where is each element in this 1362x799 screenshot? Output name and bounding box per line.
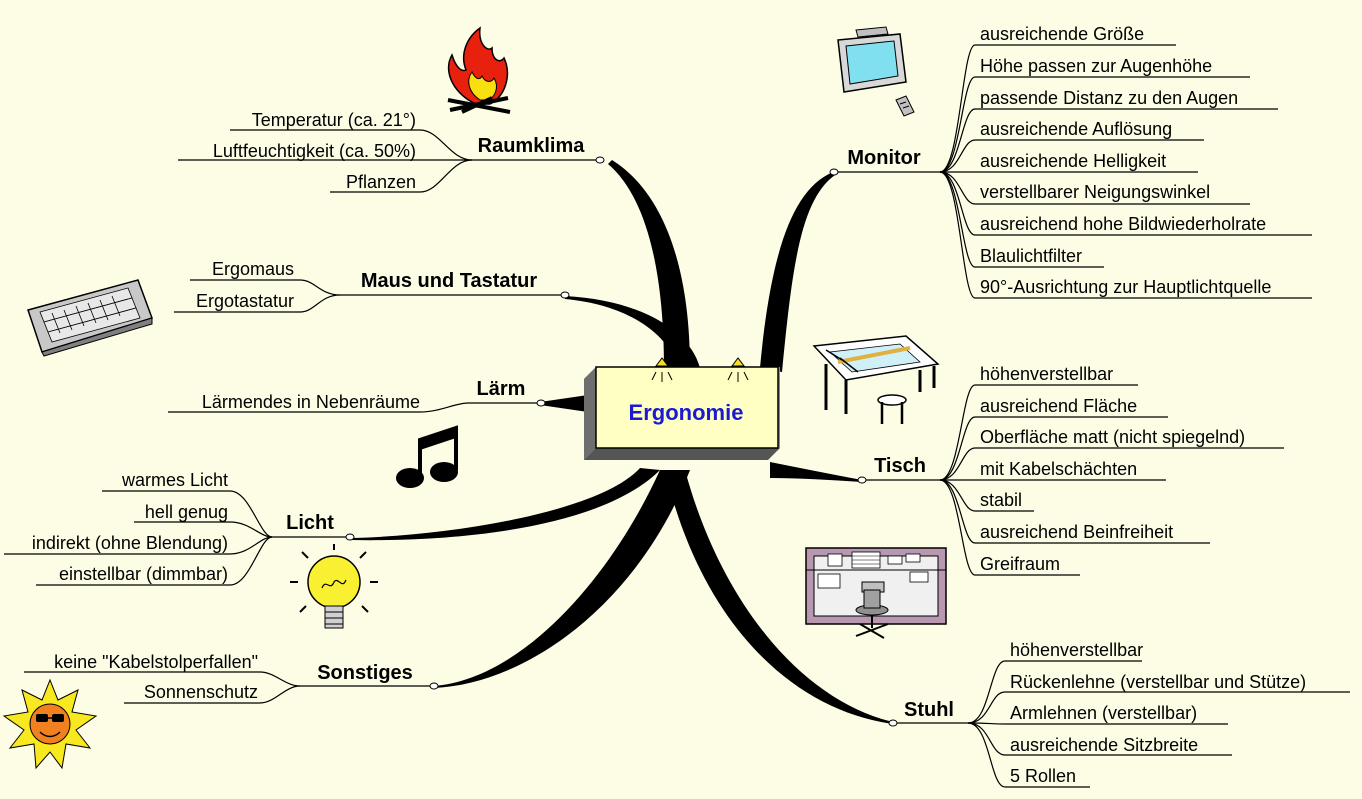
- leaf-stuhl-4[interactable]: ausreichende Sitzbreite: [1010, 735, 1198, 755]
- branch-tisch[interactable]: Tisch: [874, 455, 926, 477]
- leaf-sonstiges-2[interactable]: Sonnenschutz: [144, 682, 258, 702]
- office-desk-chair-icon: [805, 547, 947, 639]
- branch-laerm[interactable]: Lärm: [477, 378, 526, 400]
- leaf-monitor-4[interactable]: ausreichende Auflösung: [980, 119, 1172, 139]
- leaf-tisch-3[interactable]: Oberfläche matt (nicht spiegelnd): [980, 427, 1245, 447]
- leaf-stuhl-2[interactable]: Rückenlehne (verstellbar und Stütze): [1010, 672, 1306, 692]
- leaf-tisch-6[interactable]: ausreichend Beinfreiheit: [980, 522, 1173, 542]
- leaf-tisch-2[interactable]: ausreichend Fläche: [980, 396, 1137, 416]
- center-node[interactable]: Ergonomie: [584, 357, 780, 460]
- leaf-licht-1[interactable]: warmes Licht: [121, 470, 228, 490]
- lamp-icon: [651, 357, 749, 382]
- leaf-sonstiges-1[interactable]: keine "Kabelstolperfallen": [54, 652, 258, 672]
- leaf-raumklima-3[interactable]: Pflanzen: [346, 172, 416, 192]
- connector-knobs: [345, 156, 898, 727]
- leaf-raumklima-1[interactable]: Temperatur (ca. 21°): [252, 110, 416, 130]
- branch-sonstiges[interactable]: Sonstiges: [317, 662, 413, 684]
- sun-with-sunglasses-icon: [2, 678, 98, 770]
- branch-monitor[interactable]: Monitor: [847, 147, 921, 169]
- leaf-monitor-7[interactable]: ausreichend hohe Bildwiederholrate: [980, 214, 1266, 234]
- leaf-laerm-1[interactable]: Lärmendes in Nebenräume: [202, 392, 420, 412]
- leaf-raumklima-2[interactable]: Luftfeuchtigkeit (ca. 50%): [213, 141, 416, 161]
- leaf-licht-3[interactable]: indirekt (ohne Blendung): [32, 533, 228, 553]
- leaf-stuhl-5[interactable]: 5 Rollen: [1010, 766, 1076, 786]
- branch-licht[interactable]: Licht: [286, 512, 334, 534]
- music-note-icon: [396, 425, 458, 488]
- branch-connectors: [350, 160, 893, 724]
- branch-stuhl[interactable]: Stuhl: [904, 699, 954, 721]
- leaf-monitor-2[interactable]: Höhe passen zur Augenhöhe: [980, 56, 1212, 76]
- leaf-tisch-5[interactable]: stabil: [980, 490, 1022, 510]
- leaf-monitor-6[interactable]: verstellbarer Neigungswinkel: [980, 182, 1210, 202]
- leaf-stuhl-3[interactable]: Armlehnen (verstellbar): [1010, 703, 1197, 723]
- leaf-monitor-9[interactable]: 90°-Ausrichtung zur Hauptlichtquelle: [980, 277, 1271, 297]
- leaf-licht-2[interactable]: hell genug: [145, 502, 228, 522]
- leaf-tisch-1[interactable]: höhenverstellbar: [980, 364, 1113, 384]
- leaf-connectors: [4, 44, 1350, 788]
- leaf-monitor-5[interactable]: ausreichende Helligkeit: [980, 151, 1166, 171]
- leaf-maus-2[interactable]: Ergotastatur: [196, 291, 294, 311]
- leaf-tisch-4[interactable]: mit Kabelschächten: [980, 459, 1137, 479]
- branch-maus-und-tastatur[interactable]: Maus und Tastatur: [361, 270, 538, 292]
- monitor-icon: [837, 26, 915, 117]
- light-bulb-icon: [290, 544, 378, 629]
- leaf-tisch-7[interactable]: Greifraum: [980, 554, 1060, 574]
- center-title: Ergonomie: [629, 400, 744, 425]
- leaf-monitor-1[interactable]: ausreichende Größe: [980, 24, 1144, 44]
- leaf-licht-4[interactable]: einstellbar (dimmbar): [59, 564, 228, 584]
- leaf-maus-1[interactable]: Ergomaus: [212, 259, 294, 279]
- leaf-monitor-8[interactable]: Blaulichtfilter: [980, 246, 1082, 266]
- leaf-stuhl-1[interactable]: höhenverstellbar: [1010, 640, 1143, 660]
- keyboard-icon: [27, 279, 153, 357]
- campfire-icon: [447, 26, 511, 114]
- drafting-table-icon: [812, 335, 940, 424]
- branch-raumklima[interactable]: Raumklima: [478, 135, 586, 157]
- leaf-monitor-3[interactable]: passende Distanz zu den Augen: [980, 88, 1238, 108]
